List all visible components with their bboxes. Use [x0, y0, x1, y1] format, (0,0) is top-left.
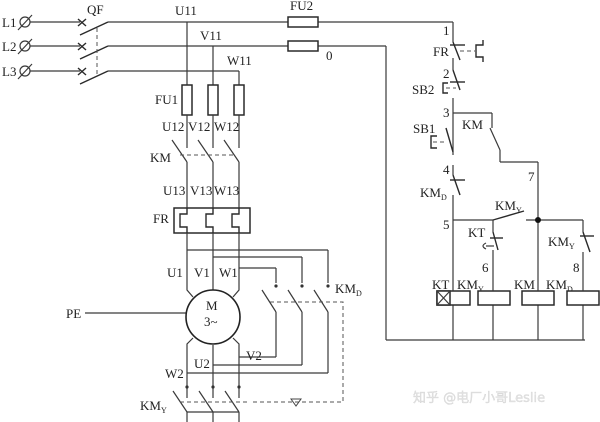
label-w11: W11 — [227, 53, 252, 68]
label-w12: W12 — [214, 119, 239, 134]
label-kmd: KMD — [335, 281, 362, 298]
label-kmy-ctrl2: KMY — [548, 234, 575, 251]
label-sb2: SB2 — [412, 82, 434, 97]
node-2: 2 — [443, 66, 450, 81]
coil-label-km: KM — [514, 277, 535, 292]
coil-label-kt: KT — [432, 277, 449, 292]
watermark: 知乎 @电厂小哥Leslie — [413, 390, 545, 406]
label-v13: V13 — [190, 183, 212, 198]
node-1: 1 — [443, 23, 450, 38]
node-7: 7 — [528, 169, 535, 184]
label-v1: V1 — [194, 265, 210, 280]
motor-wires — [85, 233, 329, 398]
coil-kmy — [477, 290, 511, 306]
terminal-symbols — [17, 14, 33, 80]
label-sb1: SB1 — [413, 121, 435, 136]
label-fu1: FU1 — [155, 92, 178, 107]
node-6: 6 — [482, 260, 489, 275]
node-4: 4 — [443, 162, 450, 177]
contact-kt-nc: KT — [468, 225, 503, 251]
delta-contactor-kmd: KMD — [187, 281, 362, 403]
contact-kmy-nc: KMY — [548, 231, 594, 253]
motor-sub: 3~ — [204, 314, 218, 329]
node-3: 3 — [443, 105, 450, 120]
label-w2: W2 — [165, 366, 184, 381]
contact-kmd-nc: KMD — [420, 165, 465, 202]
label-u1: U1 — [167, 265, 183, 280]
input-wires — [30, 21, 80, 72]
coil-label-kmy: KMY — [457, 277, 484, 294]
fuse-fu2: FU2 0 — [287, 0, 333, 63]
main-bus — [108, 21, 450, 85]
label-fr-main: FR — [153, 211, 169, 226]
label-kmy-ctrl: KMY — [495, 198, 522, 215]
coil-km — [521, 290, 555, 306]
main-contactor-km: KM — [150, 115, 240, 208]
label-qf: QF — [87, 2, 104, 17]
input-terminals: L1 L2 L3 — [2, 14, 80, 80]
star-contactor-kmy: KMY — [140, 385, 302, 422]
thermal-relay-fr: FR — [153, 207, 251, 234]
junction-dot — [535, 217, 541, 223]
breaker-qf: QF — [77, 2, 109, 85]
control-node-numbers: 1 2 3 4 5 6 7 8 — [443, 23, 580, 275]
label-w1: W1 — [219, 265, 238, 280]
button-sb1: SB1 — [413, 121, 454, 153]
contact-kmy-no: KMY — [492, 198, 525, 221]
label-v12: V12 — [188, 119, 210, 134]
label-kmy: KMY — [140, 398, 167, 415]
label-u13: U13 — [163, 183, 185, 198]
label-u12: U12 — [162, 119, 184, 134]
control-return-wire — [385, 46, 585, 341]
fuse-fu1: FU1 — [155, 84, 245, 116]
label-v2: V2 — [246, 348, 262, 363]
label-zero: 0 — [326, 48, 333, 63]
label-v11: V11 — [200, 28, 222, 43]
label-u11: U11 — [175, 3, 197, 18]
node-8: 8 — [573, 260, 580, 275]
motor-label: M — [206, 298, 218, 313]
label-fr-ctrl: FR — [433, 44, 449, 59]
motor: M 3~ — [185, 289, 241, 345]
label-l1: L1 — [2, 15, 16, 30]
coil-label-kmd: KMD — [546, 277, 573, 294]
button-sb2: SB2 — [412, 69, 465, 97]
label-u2: U2 — [194, 356, 210, 371]
label-w13: W13 — [214, 183, 239, 198]
coil-kmd — [566, 290, 600, 306]
label-fu2: FU2 — [290, 0, 313, 13]
label-km-main: KM — [150, 150, 171, 165]
node-5: 5 — [443, 217, 450, 232]
label-kmd-ctrl: KMD — [420, 185, 447, 202]
label-km-aux: KM — [462, 117, 483, 132]
label-kt-ctrl: KT — [468, 225, 485, 240]
label-pe: PE — [66, 306, 81, 321]
label-l3: L3 — [2, 64, 16, 79]
contact-fr-nc: FR — [433, 40, 484, 62]
coil-kt — [436, 290, 471, 306]
coils: KT KMY KM KMD — [432, 277, 600, 306]
label-l2: L2 — [2, 39, 16, 54]
